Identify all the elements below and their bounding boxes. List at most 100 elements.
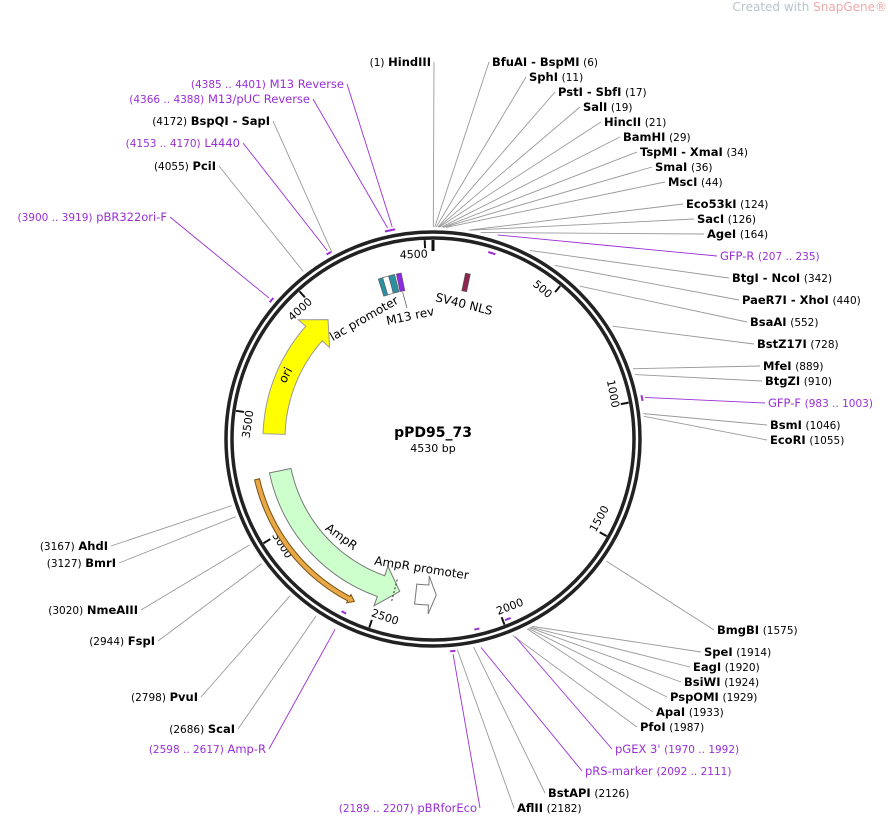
site-label-mfei[interactable]: MfeI (889): [763, 359, 823, 373]
backbone: [224, 230, 642, 648]
site-label-hincii[interactable]: HincII (21): [604, 115, 666, 129]
site-position: (6): [583, 57, 598, 69]
leader-line-paer7i-xhoi: [554, 264, 740, 301]
site-label-smai[interactable]: SmaI (36): [655, 160, 713, 174]
primer-label-pbr322ori-f[interactable]: (3900 .. 3919) pBR322ori-F: [17, 210, 167, 224]
leader-line-ahdi: [110, 505, 232, 547]
site-label-bstapi[interactable]: BstAPI (2126): [548, 786, 629, 800]
primer-mark-pgex-3: [504, 616, 511, 622]
site-name: PspOMI: [670, 690, 719, 704]
leader-line-smai: [443, 166, 653, 228]
site-label-msci[interactable]: MscI (44): [668, 175, 723, 189]
site-name: SalI: [583, 100, 607, 114]
leader-line-bstz17i: [612, 325, 755, 345]
leader-line-bsmi: [643, 413, 768, 426]
site-label-apai[interactable]: ApaI (1933): [656, 705, 724, 719]
site-label-bsmi[interactable]: BsmI (1046): [770, 418, 840, 432]
primer-mark-pbr322ori-f: [268, 297, 275, 303]
site-label-agei[interactable]: AgeI (164): [707, 227, 768, 241]
site-position: (552): [790, 317, 818, 329]
site-position: (889): [795, 361, 823, 373]
primer-range: (4385 .. 4401): [191, 79, 266, 91]
primer-leader-gfp-f: [644, 397, 766, 404]
ori-label[interactable]: ori: [276, 365, 296, 385]
site-label-pvui[interactable]: (2798) PvuI: [131, 690, 198, 704]
site-label-spei[interactable]: SpeI (1914): [704, 645, 771, 659]
site-label-pspomi[interactable]: PspOMI (1929): [670, 690, 757, 704]
site-label-bamhi[interactable]: BamHI (29): [623, 130, 691, 144]
leader-line-eagi: [530, 626, 691, 668]
site-label-pfoi[interactable]: PfoI (1987): [640, 720, 704, 734]
site-name: BamHI: [623, 130, 665, 144]
site-label-tspmi-xmai[interactable]: TspMI - XmaI (34): [640, 145, 748, 159]
primer-range: (2189 .. 2207): [339, 803, 414, 815]
site-position: (728): [810, 339, 838, 351]
site-label-saci[interactable]: SacI (126): [697, 212, 756, 226]
site-label-aflii[interactable]: AflII (2182): [517, 801, 582, 815]
primer-name: GFP-R: [720, 249, 754, 263]
tick-label: 500: [530, 278, 554, 301]
site-label-ecori[interactable]: EcoRI (1055): [770, 433, 844, 447]
site-label-bsaai[interactable]: BsaAI (552): [750, 315, 818, 329]
lac-operator-box: [388, 274, 400, 294]
site-label-eco53ki[interactable]: Eco53kI (124): [686, 197, 768, 211]
primer-label-pgex-3[interactable]: pGEX 3' (1970 .. 1992): [615, 742, 739, 756]
site-label-pcii[interactable]: (4055) PciI: [154, 159, 216, 173]
site-name: Eco53kI: [686, 197, 737, 211]
site-name: EcoRI: [770, 433, 806, 447]
site-label-fspi[interactable]: (2944) FspI: [89, 634, 155, 648]
site-label-bfuai-bspmi[interactable]: BfuAI - BspMI (6): [492, 55, 598, 69]
primer-mark-m13-puc-reverse: [384, 229, 392, 233]
site-label-nmeaiii[interactable]: (3020) NmeAIII: [48, 603, 138, 617]
leader-line-psti-sbfi: [437, 91, 556, 228]
tick-mark: [599, 531, 608, 537]
site-label-bspqi-sapi[interactable]: (4172) BspQI - SapI: [152, 114, 270, 128]
site-label-btgzi[interactable]: BtgZI (910): [765, 374, 832, 388]
site-label-sphi[interactable]: SphI (11): [529, 70, 583, 84]
primer-label-m13-puc-reverse[interactable]: (4366 .. 4388) M13/pUC Reverse: [129, 92, 310, 106]
site-label-bmgbi[interactable]: BmgBI (1575): [717, 623, 798, 637]
leader-line-btgi-ncoi: [529, 249, 730, 279]
leader-line-msci: [445, 181, 666, 228]
primer-mark-amp-r: [341, 610, 347, 615]
site-label-bsiwi[interactable]: BsiWI (1924): [684, 675, 759, 689]
primer-label-gfp-f[interactable]: GFP-F (983 .. 1003): [768, 396, 873, 410]
primer-label-pbrforeco[interactable]: (2189 .. 2207) pBRforEco: [339, 801, 477, 815]
primer-mark-gfp-f: [640, 394, 644, 402]
site-name: PaeR7I - XhoI: [742, 293, 829, 307]
leader-line-bstapi: [473, 646, 546, 794]
site-label-eagi[interactable]: EagI (1920): [693, 660, 760, 674]
primer-name: M13 Reverse: [270, 77, 344, 91]
primer-leader-m13-reverse: [346, 83, 393, 228]
leader-line-bamhi: [441, 136, 621, 228]
leader-line-spei: [532, 625, 702, 653]
tick-mark: [235, 409, 245, 413]
tick-label: 2000: [495, 596, 526, 618]
site-label-btgi-ncoi[interactable]: BtgI - NcoI (342): [732, 271, 832, 285]
site-label-hindiii[interactable]: (1) HindIII: [370, 55, 431, 69]
primer-label-l4440[interactable]: (4153 .. 4170) L4440: [126, 136, 240, 150]
site-label-sali[interactable]: SalI (19): [583, 100, 632, 114]
leader-line-pvui: [200, 595, 291, 698]
site-label-psti-sbfi[interactable]: PstI - SbfI (17): [558, 85, 647, 99]
site-label-bstz17i[interactable]: BstZ17I (728): [757, 337, 839, 351]
site-label-paer7i-xhoi[interactable]: PaeR7I - XhoI (440): [742, 293, 861, 307]
watermark-prefix: Created with: [732, 0, 814, 14]
leader-line-sali: [438, 106, 581, 228]
tick-mark: [500, 616, 506, 626]
primer-label-amp-r[interactable]: (2598 .. 2617) Amp-R: [149, 742, 266, 756]
site-label-scai[interactable]: (2686) ScaI: [169, 722, 235, 736]
site-position: (3127): [47, 558, 82, 570]
site-label-ahdi[interactable]: (3167) AhdI: [40, 539, 108, 553]
site-position: (910): [804, 376, 832, 388]
site-label-bmri[interactable]: (3127) BmrI: [47, 556, 116, 570]
primer-label-gfp-r[interactable]: GFP-R (207 .. 235): [720, 249, 820, 263]
sv40-nls-label[interactable]: SV40 NLS: [434, 290, 494, 318]
primer-label-prs-marker[interactable]: pRS-marker (2092 .. 2111): [585, 764, 731, 778]
primer-range: (1970 .. 1992): [664, 744, 739, 756]
leader-line-hincii: [438, 121, 602, 228]
tick-mark: [262, 538, 271, 545]
primer-label-m13-reverse[interactable]: (4385 .. 4401) M13 Reverse: [191, 77, 344, 91]
primer-leader-gfp-r: [497, 234, 718, 257]
